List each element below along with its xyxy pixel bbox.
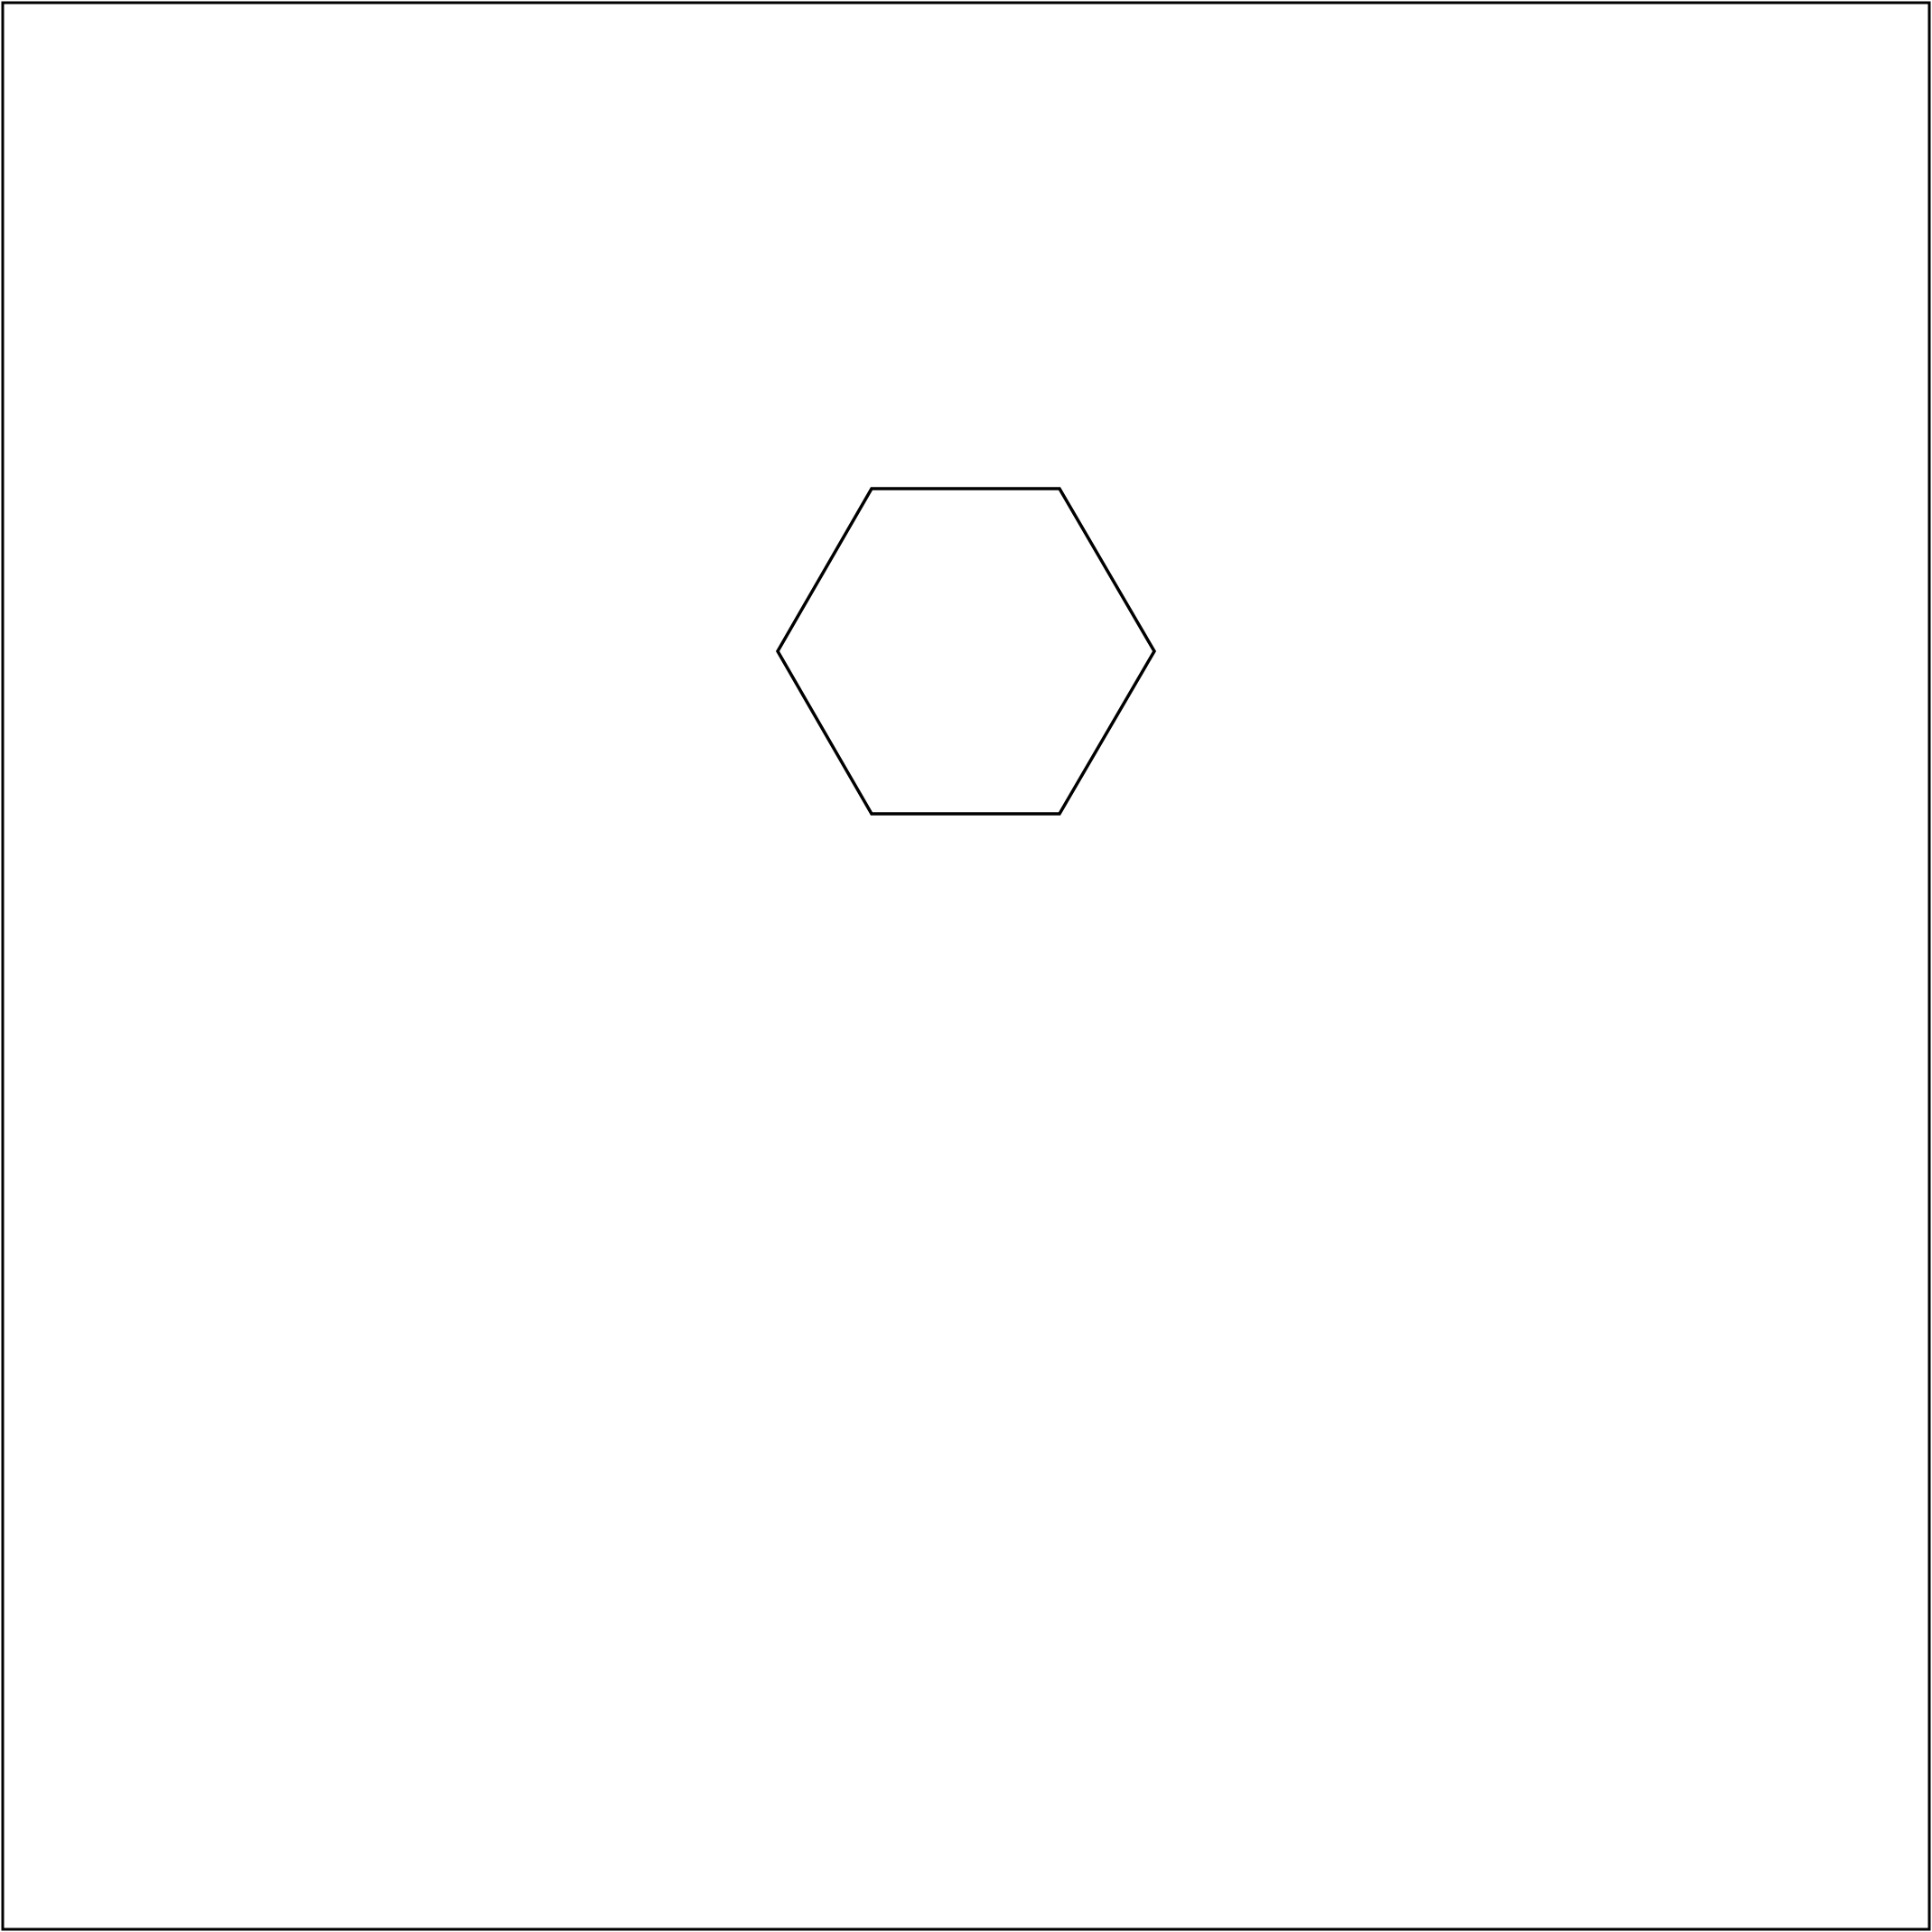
hexagon-shape: [775, 487, 1157, 816]
